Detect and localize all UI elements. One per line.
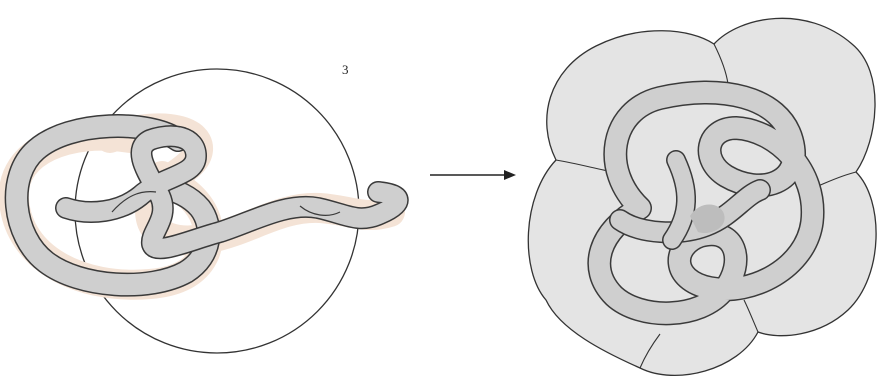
sphere-label: 3 [342, 62, 349, 77]
central-shadow [690, 204, 725, 234]
left-panel-ribbon-knot: 3 [0, 62, 409, 354]
ribbon-outer-loop [4, 114, 221, 297]
ribbon-knotted-tail [55, 125, 409, 260]
surface-outline [527, 17, 877, 376]
transformation-arrow [430, 170, 516, 180]
right-panel-knotted-surface [527, 17, 877, 376]
